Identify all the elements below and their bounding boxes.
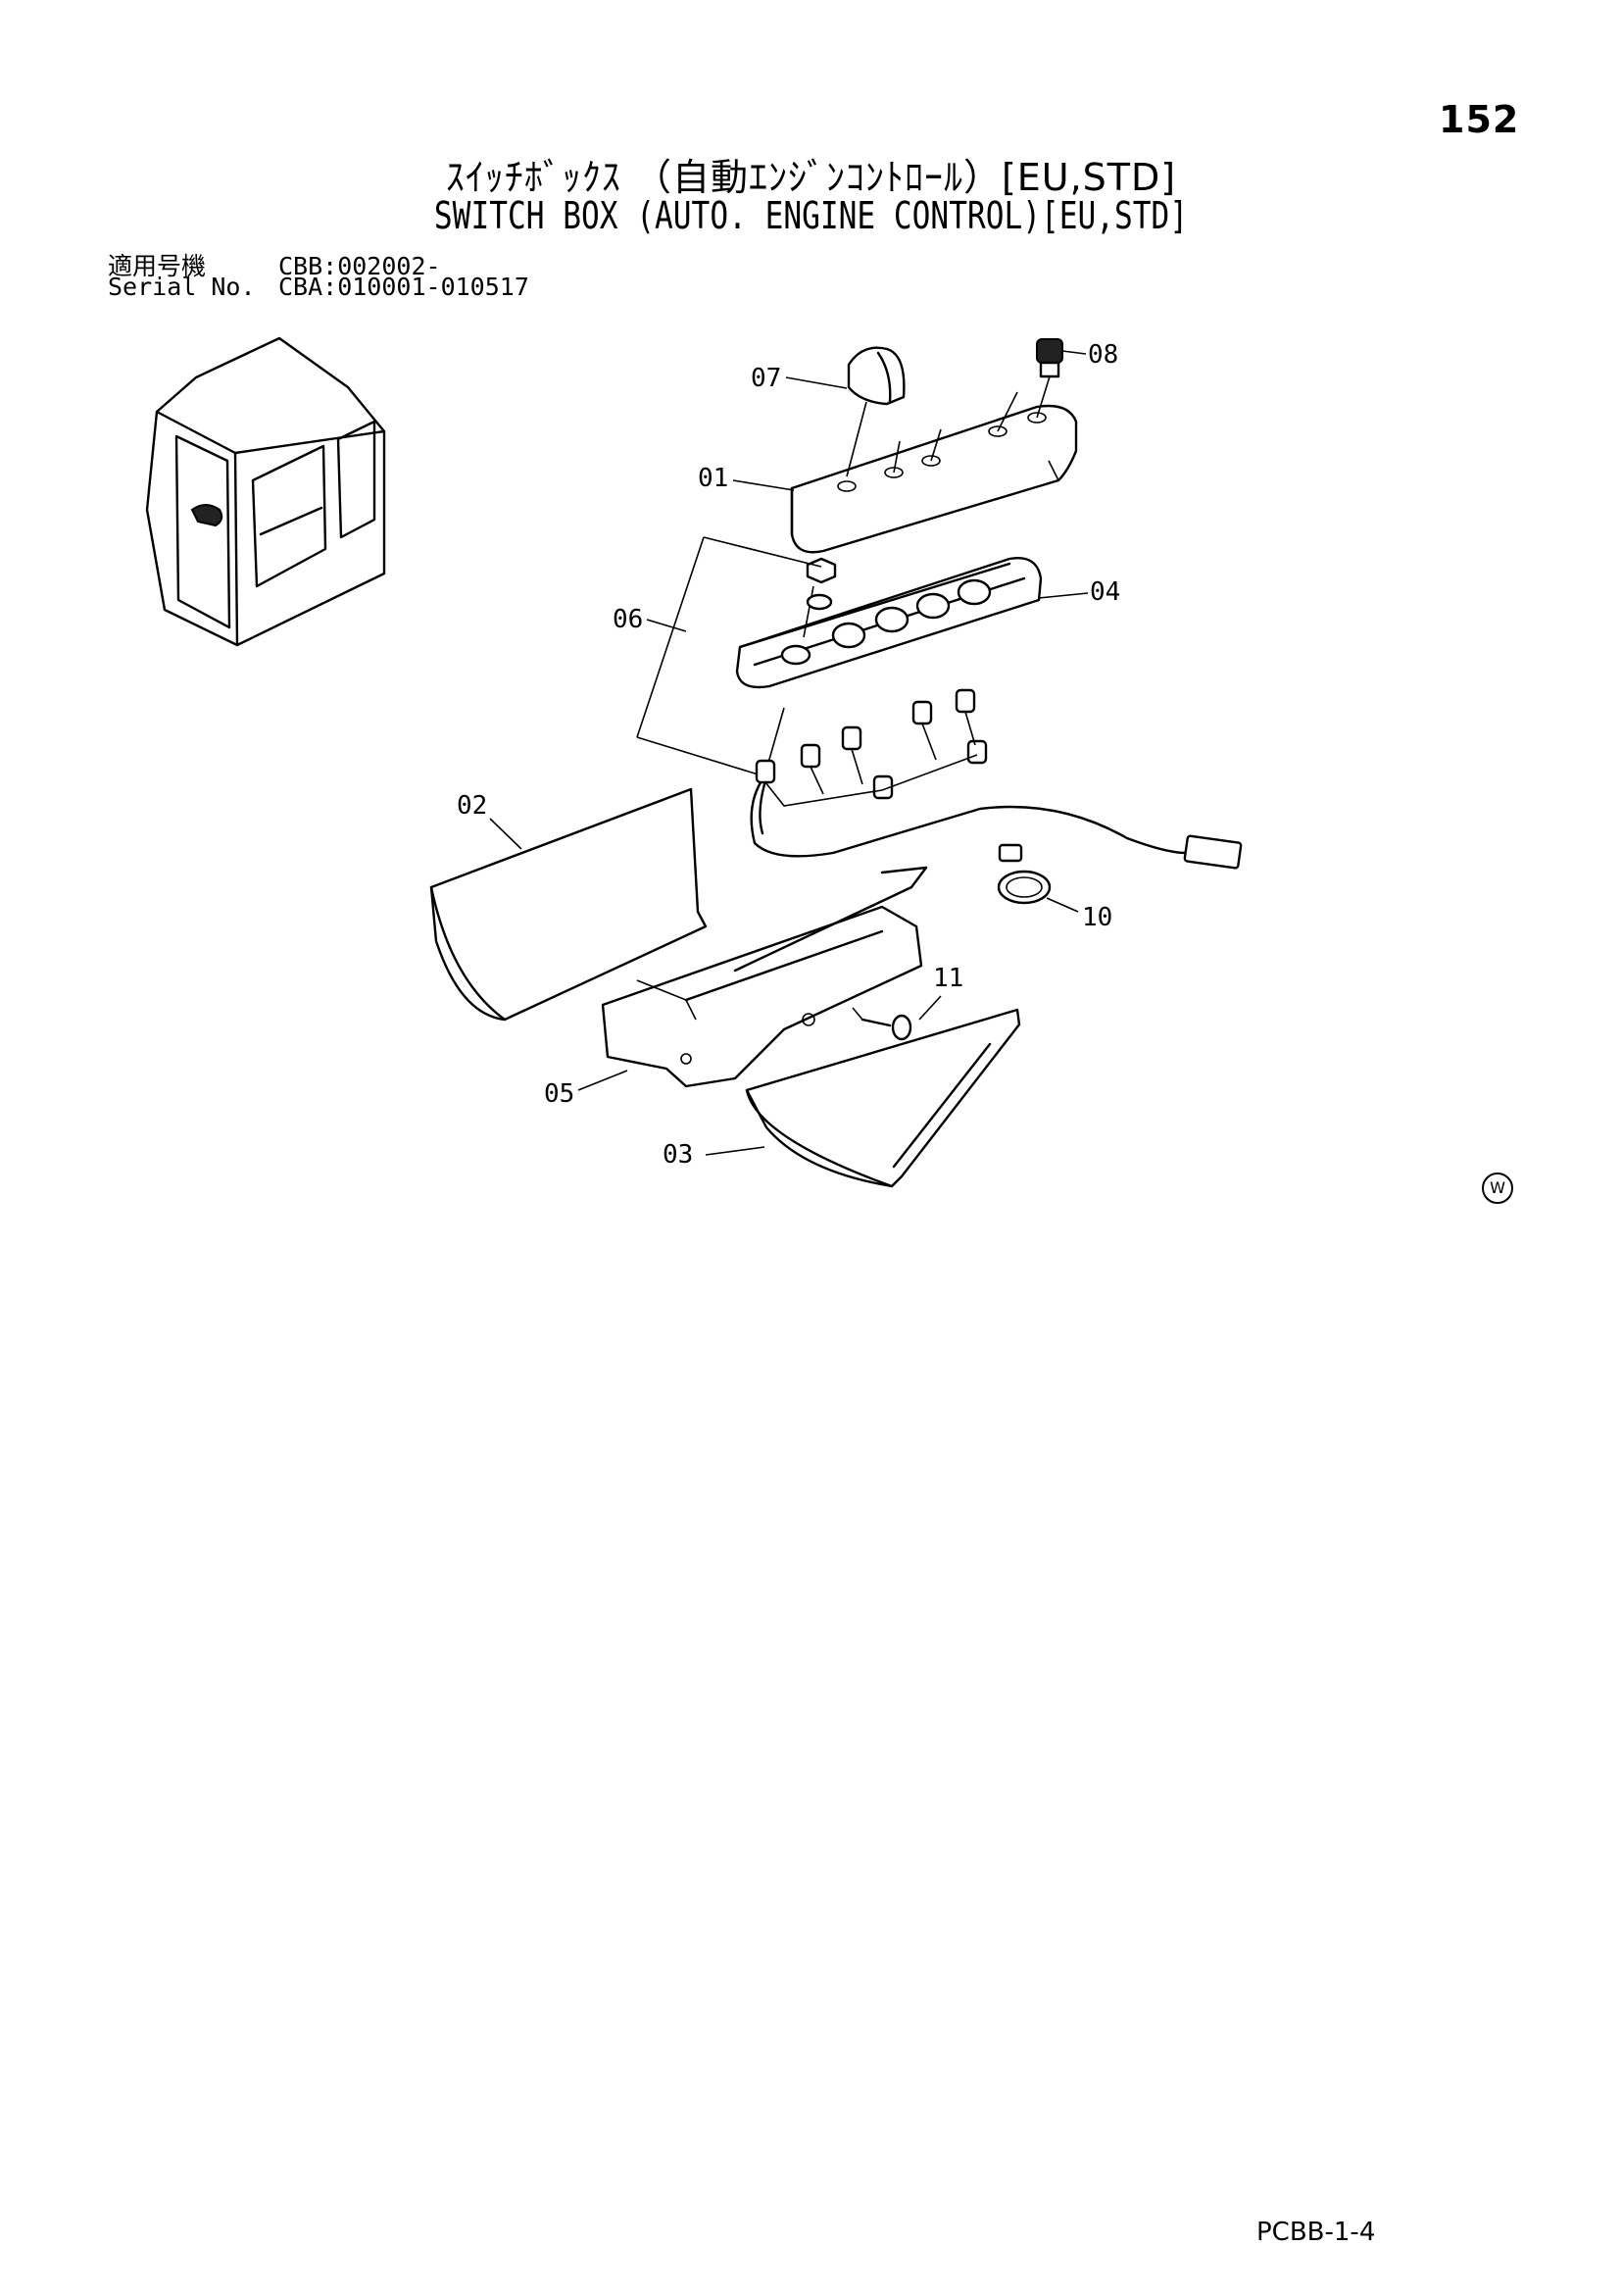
- callout-07: 07: [751, 364, 781, 393]
- serial-label-jp: 適用号機: [108, 252, 207, 280]
- harness-connectors: [755, 688, 988, 807]
- part-04-base: [735, 557, 1043, 689]
- part-02-left-cover: [429, 787, 708, 1022]
- serial-value-en: CBA:010001-010517: [278, 273, 529, 301]
- part-01-cover: [790, 404, 1078, 554]
- part-05-bracket: [601, 866, 928, 1088]
- callout-01: 01: [698, 464, 728, 493]
- callout-08: 08: [1088, 340, 1118, 370]
- part-11-screw: [852, 1007, 912, 1041]
- part-08-switch: [893, 338, 1063, 474]
- callout-06: 06: [613, 605, 643, 634]
- footer-code: PCBB-1-4: [1256, 2218, 1376, 2247]
- title-japanese: ｽｲｯﾁﾎﾞｯｸｽ （自動ｴﾝｼﾞﾝｺﾝﾄﾛｰﾙ）[EU,STD]: [445, 156, 1177, 199]
- leader-lines: [489, 350, 1089, 1156]
- serial-row-en: Serial No. CBA:010001-010517: [108, 273, 529, 301]
- callout-02: 02: [457, 791, 487, 821]
- callout-04: 04: [1090, 577, 1120, 607]
- exploded-parts-diagram: 07 08 01 04 06 02 10 11 05 03: [145, 336, 1243, 1188]
- watermark-w-icon: W: [1482, 1173, 1513, 1204]
- part-07-knob: [846, 346, 906, 477]
- callout-03: 03: [663, 1140, 693, 1170]
- part-06-nut-harness: [636, 536, 1243, 870]
- callout-11: 11: [933, 964, 963, 993]
- callout-10: 10: [1082, 903, 1112, 932]
- callout-05: 05: [544, 1079, 574, 1109]
- switch-box-location-icon: [190, 504, 223, 527]
- page-number: 152: [1439, 98, 1520, 141]
- cab-locator-sketch: [145, 336, 386, 647]
- serial-value-jp: CBB:002002-: [278, 252, 441, 280]
- serial-row-jp: 適用号機 CBB:002002-: [108, 247, 441, 282]
- part-10-clip: [997, 843, 1052, 905]
- title-english: SWITCH BOX (AUTO. ENGINE CONTROL)[EU,STD…: [433, 194, 1189, 237]
- part-03-right-cover: [745, 1008, 1021, 1188]
- serial-label-en: Serial No.: [108, 273, 256, 301]
